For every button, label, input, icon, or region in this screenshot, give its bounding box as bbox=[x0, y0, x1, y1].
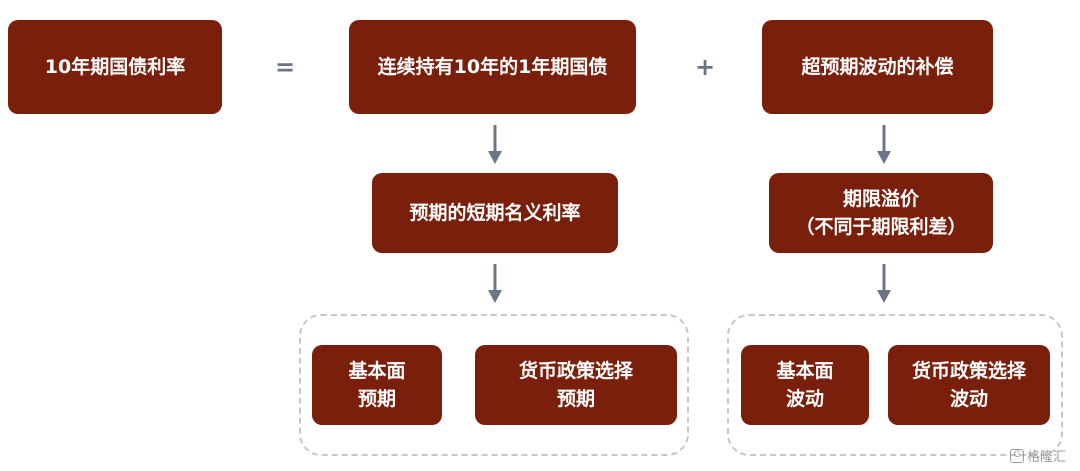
plus-sign: + bbox=[694, 53, 716, 81]
box-rolling-1y-treasury: 连续持有10年的1年期国债 bbox=[349, 20, 636, 114]
box-fundamentals-volatility: 基本面 波动 bbox=[741, 345, 869, 425]
arrow-down-icon bbox=[876, 125, 892, 165]
box-volatility-compensation: 超预期波动的补偿 bbox=[762, 20, 993, 114]
group-volatility bbox=[727, 314, 1063, 456]
box-term-premium-line1: 期限溢价 bbox=[842, 188, 919, 210]
box-fundamentals-expectation-line1: 基本面 bbox=[348, 360, 406, 382]
box-policy-volatility: 货币政策选择 波动 bbox=[888, 345, 1050, 425]
arrow-down-icon bbox=[876, 264, 892, 304]
box-term-premium: 期限溢价 （不同于期限利差） bbox=[769, 173, 993, 253]
box-expected-short-rate-label: 预期的短期名义利率 bbox=[409, 202, 581, 224]
box-policy-expectation-line2: 预期 bbox=[556, 388, 595, 410]
watermark-text: 格隆汇 bbox=[1026, 450, 1066, 465]
box-fundamentals-volatility-line1: 基本面 bbox=[776, 360, 834, 382]
box-term-premium-line2: （不同于期限利差） bbox=[795, 216, 967, 238]
gelonghui-logo-icon: G bbox=[1009, 448, 1024, 463]
arrow-down-icon bbox=[487, 264, 503, 304]
arrow-down-icon bbox=[487, 125, 503, 165]
box-expected-short-rate: 预期的短期名义利率 bbox=[372, 173, 618, 253]
box-10y-treasury-yield: 10年期国债利率 bbox=[8, 20, 222, 114]
box-fundamentals-volatility-line2: 波动 bbox=[785, 388, 824, 410]
box-fundamentals-expectation-line2: 预期 bbox=[357, 388, 396, 410]
box-policy-volatility-line1: 货币政策选择 bbox=[911, 360, 1026, 382]
box-policy-volatility-line2: 波动 bbox=[949, 388, 988, 410]
box-rolling-1y-treasury-label: 连续持有10年的1年期国债 bbox=[377, 56, 608, 78]
equals-sign: = bbox=[274, 53, 296, 81]
box-policy-expectation: 货币政策选择 预期 bbox=[475, 345, 677, 425]
box-volatility-compensation-label: 超预期波动的补偿 bbox=[801, 56, 954, 78]
box-fundamentals-expectation: 基本面 预期 bbox=[312, 345, 442, 425]
group-expectations bbox=[299, 314, 689, 456]
box-10y-treasury-yield-label: 10年期国债利率 bbox=[44, 56, 186, 78]
watermark: G 格隆汇 bbox=[1009, 446, 1066, 465]
box-policy-expectation-line1: 货币政策选择 bbox=[518, 360, 633, 382]
